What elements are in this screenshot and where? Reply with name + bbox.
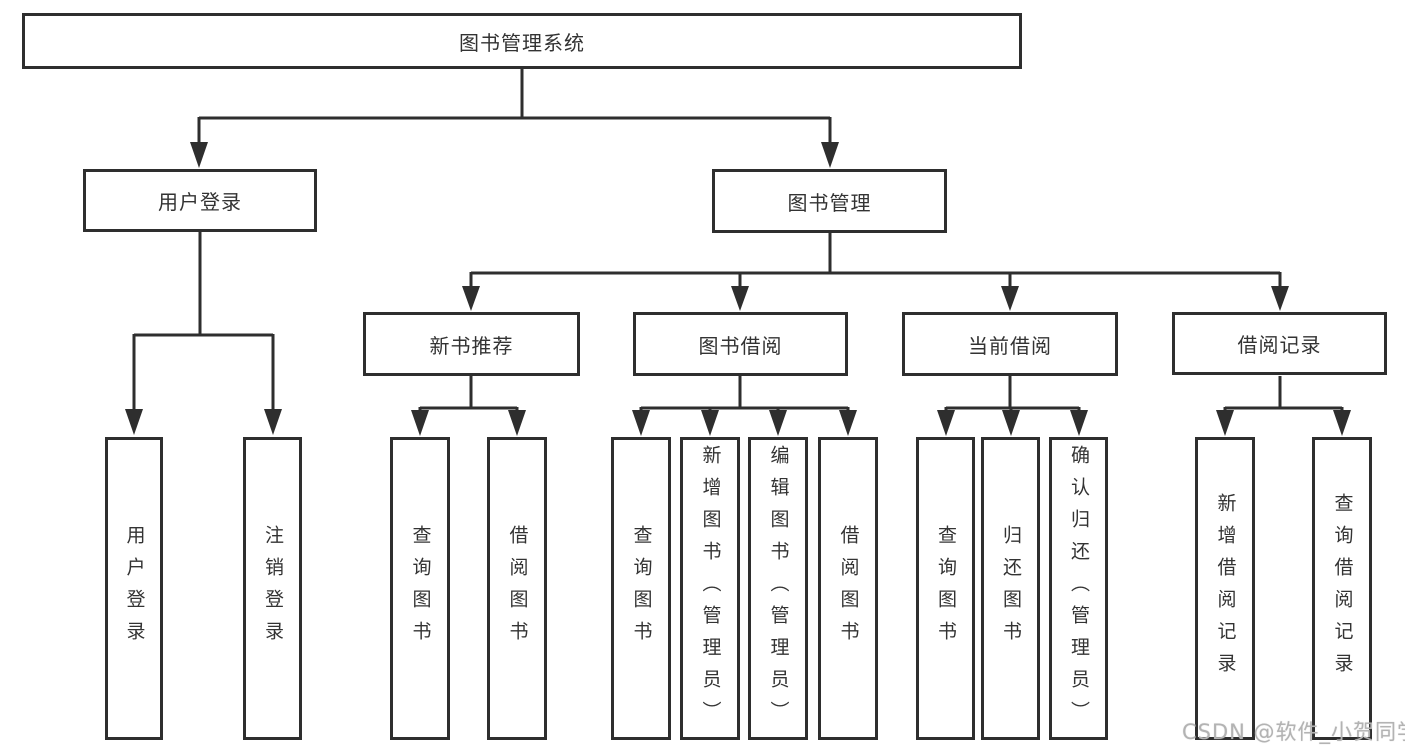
node-root-label: 图书管理系统 — [459, 30, 585, 55]
node-label: 新增借阅记录 — [1214, 492, 1237, 685]
node-label: 新增图书（管理员） — [699, 444, 722, 733]
arrowhead-icons — [125, 142, 1351, 436]
node-label: 确认归还（管理员） — [1068, 444, 1090, 733]
node-leaf-logout: 注销登录 — [243, 437, 302, 740]
node-label: 借阅记录 — [1237, 333, 1322, 357]
node-label: 注销登录 — [262, 524, 284, 653]
node-label: 查询图书 — [935, 524, 957, 653]
node-leaf-confirm-return-admin: 确认归还（管理员） — [1049, 437, 1108, 740]
node-label: 图书借阅 — [698, 333, 783, 358]
node-leaf-query-borrow-record: 查询借阅记录 — [1312, 437, 1372, 740]
node-label: 编辑图书（管理员） — [767, 444, 790, 733]
node-user-login: 用户登录 — [83, 169, 317, 232]
node-label: 用户登录 — [123, 524, 146, 653]
node-book-borrowing: 图书借阅 — [633, 312, 848, 376]
node-leaf-query-books-c: 查询图书 — [916, 437, 975, 740]
node-leaf-borrow-books-b: 借阅图书 — [818, 437, 878, 740]
node-leaf-add-borrow-record: 新增借阅记录 — [1195, 437, 1255, 740]
node-leaf-edit-books-admin: 编辑图书（管理员） — [748, 437, 808, 740]
node-borrowing-records: 借阅记录 — [1172, 312, 1387, 375]
node-label: 图书管理 — [787, 190, 872, 215]
node-leaf-query-books-b: 查询图书 — [611, 437, 671, 740]
node-label: 用户登录 — [158, 190, 242, 214]
node-book-management: 图书管理 — [712, 169, 947, 233]
node-leaf-user-login: 用户登录 — [105, 437, 163, 740]
node-root-system: 图书管理系统 — [22, 13, 1022, 69]
node-leaf-borrow-books-a: 借阅图书 — [487, 437, 547, 740]
node-label: 新书推荐 — [429, 333, 514, 358]
node-label: 查询借阅记录 — [1331, 492, 1354, 685]
node-label: 借阅图书 — [837, 524, 860, 653]
node-label: 当前借阅 — [968, 333, 1052, 358]
csdn-watermark: CSDN @软件_小贺同学 — [1182, 720, 1405, 744]
node-current-borrowing: 当前借阅 — [902, 312, 1118, 376]
node-label: 查询图书 — [409, 524, 432, 653]
node-leaf-add-books-admin: 新增图书（管理员） — [680, 437, 740, 740]
node-leaf-return-books: 归还图书 — [981, 437, 1040, 740]
node-label: 归还图书 — [1000, 524, 1022, 653]
node-new-book-recommend: 新书推荐 — [363, 312, 580, 376]
node-label: 查询图书 — [630, 524, 653, 653]
node-leaf-query-books-a: 查询图书 — [390, 437, 450, 740]
node-label: 借阅图书 — [506, 524, 529, 653]
